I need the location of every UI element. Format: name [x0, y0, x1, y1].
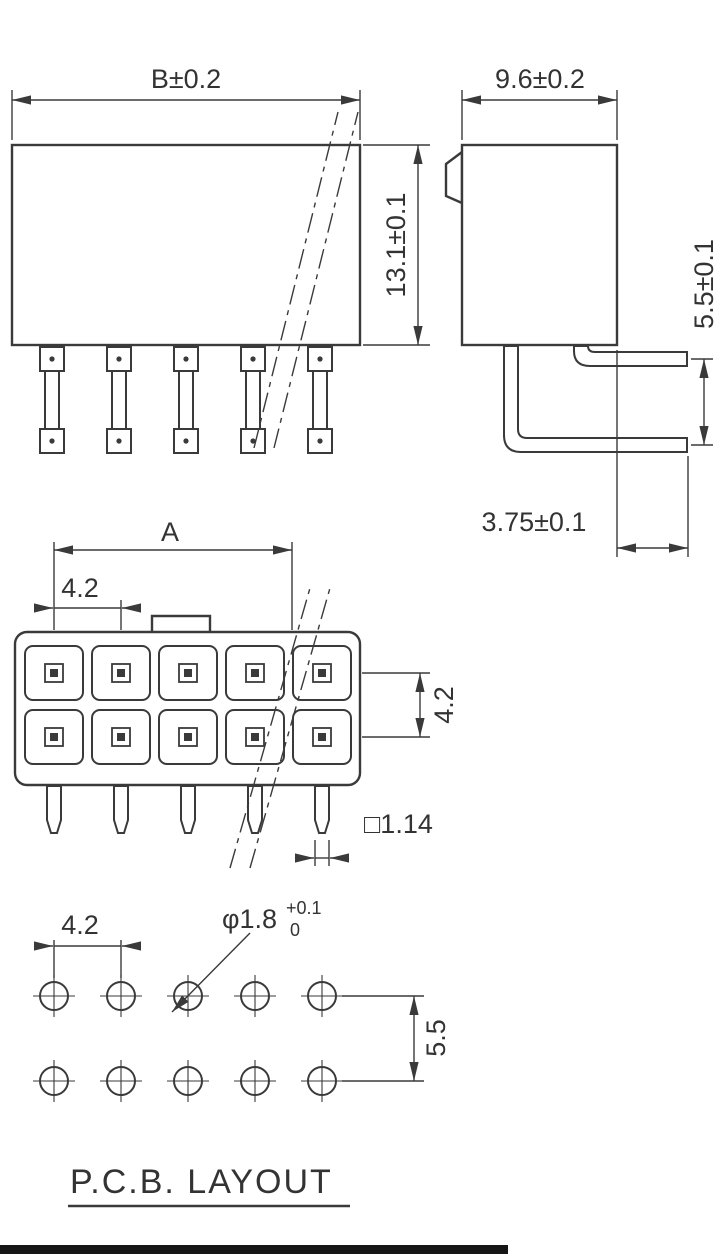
- top-pin: [180, 785, 196, 834]
- pcb-layout: 4.2 φ1.8 +0.1 0 5.5 P.C.B. LAYOUT: [33, 898, 451, 1208]
- break-line: [229, 587, 311, 869]
- cavity: [24, 645, 84, 701]
- top-pin: [46, 785, 62, 834]
- pcb-hole: [33, 1060, 75, 1102]
- front-pin: [39, 346, 65, 454]
- polarization-tab: [150, 614, 212, 632]
- pcb-hole: [301, 975, 343, 1017]
- cavity: [91, 709, 151, 765]
- front-pin: [106, 346, 132, 454]
- front-width-dim-label: B±0.2: [151, 64, 221, 94]
- front-pins: [39, 346, 333, 454]
- top-pin: [113, 785, 129, 834]
- front-pin: [240, 346, 266, 454]
- pcb-hole-tol-upper-label: +0.1: [286, 898, 322, 918]
- side-pin-spacing-dim-label: 5.5±0.1: [689, 239, 719, 329]
- side-width-dim-label: 9.6±0.2: [495, 64, 585, 94]
- front-pin: [173, 346, 199, 454]
- cavity: [91, 645, 151, 701]
- cavity: [158, 645, 218, 701]
- top-span-dim-label: A: [161, 517, 179, 547]
- top-pin: [314, 785, 330, 834]
- pcb-hole: [234, 975, 276, 1017]
- cavity: [292, 645, 352, 701]
- top-pins: [46, 785, 330, 834]
- pcb-hole-tol-lower-label: 0: [290, 920, 300, 940]
- cavity-grid: [24, 645, 352, 765]
- pcb-hole: [33, 975, 75, 1017]
- pcb-hole: [100, 1060, 142, 1102]
- cavity: [24, 709, 84, 765]
- front-view: B±0.2 13.1±0.1: [10, 64, 430, 454]
- front-pin: [307, 346, 333, 454]
- cavity: [225, 645, 285, 701]
- cavity: [292, 709, 352, 765]
- side-pin-upper: [573, 345, 688, 367]
- side-view: 9.6±0.2 5.5±0.1 3.75±0.1: [444, 64, 719, 557]
- pcb-holes: [33, 975, 343, 1102]
- pcb-hole: [100, 975, 142, 1017]
- break-line: [273, 111, 359, 449]
- pcb-pitch-dim-label: 4.2: [61, 910, 99, 940]
- break-line: [249, 587, 331, 869]
- pcb-hole: [301, 1060, 343, 1102]
- pcb-layout-title: P.C.B. LAYOUT: [70, 1163, 333, 1201]
- cavity: [225, 709, 285, 765]
- break-line: [253, 111, 339, 449]
- leader-line: [171, 932, 251, 1013]
- pcb-row-spacing-dim-label: 5.5: [421, 1019, 451, 1057]
- top-pin: [247, 785, 263, 834]
- front-body: [10, 143, 362, 347]
- front-height-dim-label: 13.1±0.1: [381, 193, 411, 298]
- side-pin-lower: [503, 345, 688, 453]
- top-pin-size-dim-label: □1.14: [364, 809, 433, 839]
- pcb-hole: [167, 1060, 209, 1102]
- top-pitch-dim-label: 4.2: [61, 573, 99, 603]
- side-body: [460, 143, 619, 347]
- pcb-hole-dia-label: φ1.8: [222, 904, 277, 934]
- pcb-hole: [234, 1060, 276, 1102]
- top-row-spacing-dim-label: 4.2: [429, 686, 459, 724]
- side-pin-offset-dim-label: 3.75±0.1: [482, 507, 587, 537]
- top-view: A 4.2 4.2 □1.14: [13, 517, 459, 869]
- cavity: [158, 709, 218, 765]
- drawing-border-bar: [0, 1245, 508, 1254]
